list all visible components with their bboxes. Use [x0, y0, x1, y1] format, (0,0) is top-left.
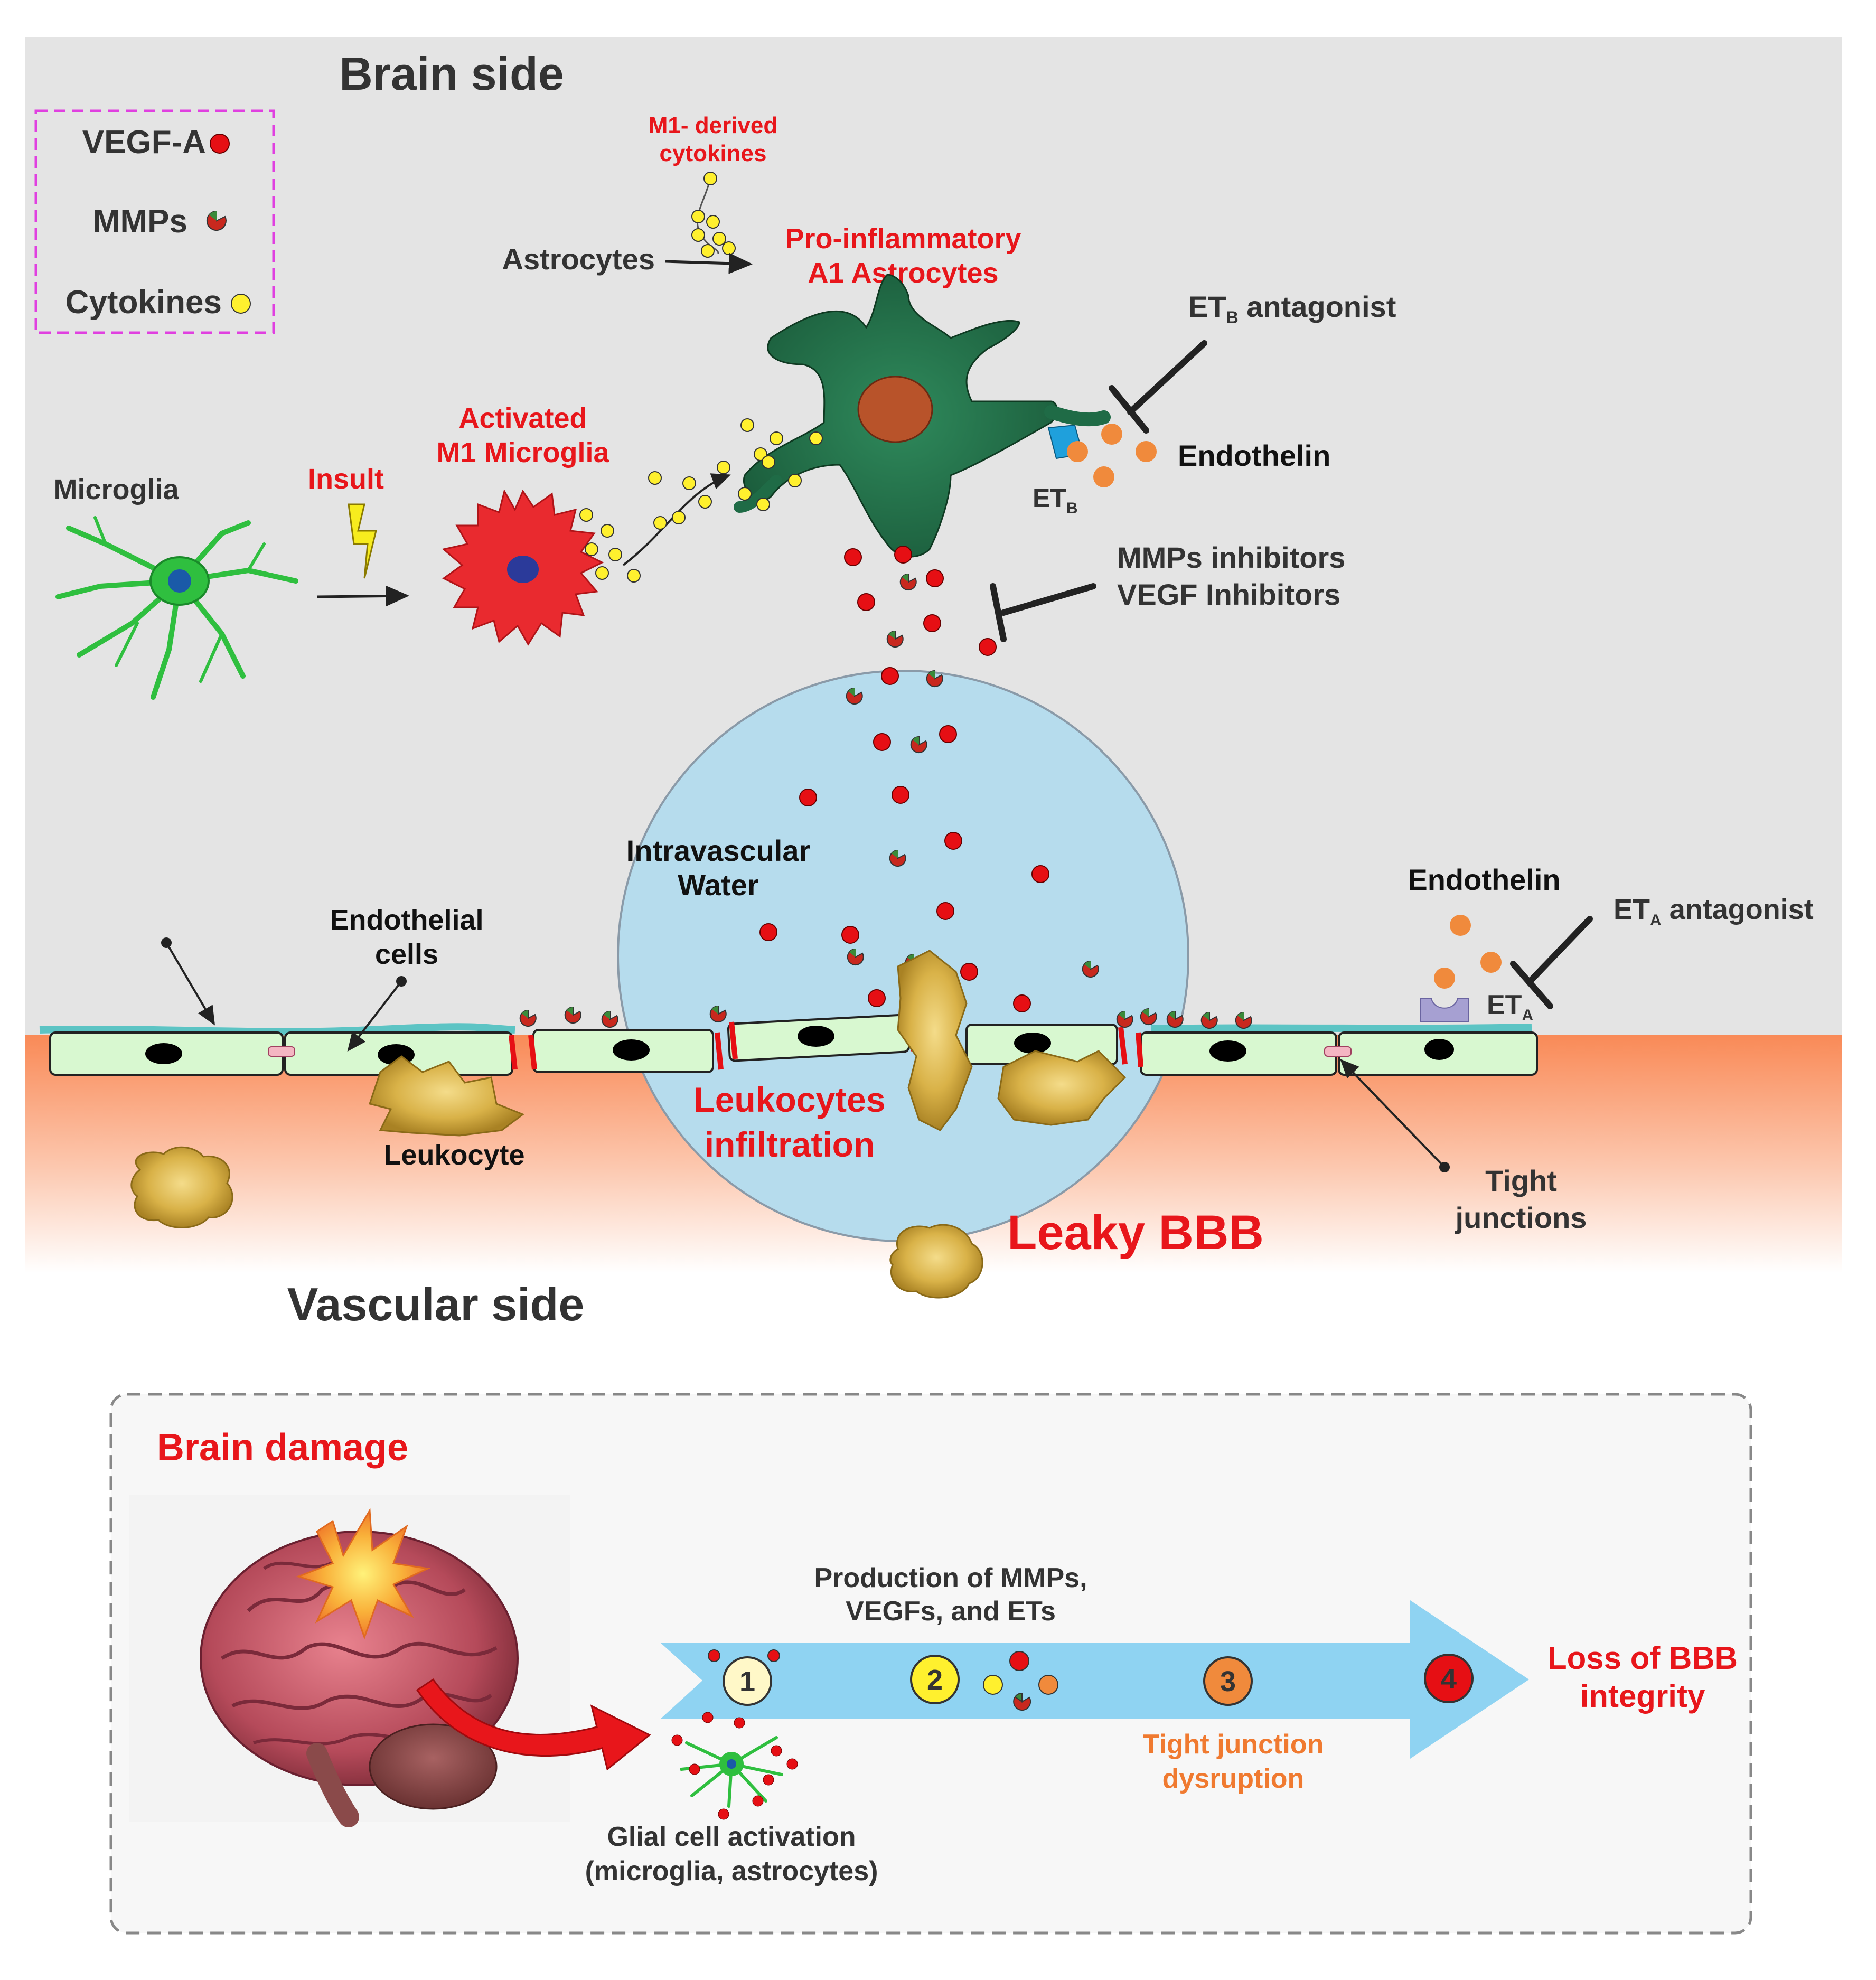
mmp-particles [846, 573, 1099, 978]
loss-integrity-label-line2: integrity [1580, 1678, 1705, 1714]
glial-cell-icon [680, 1736, 783, 1808]
m1-nucleus [507, 556, 539, 583]
vegf-particles [759, 546, 1049, 1012]
legend-cytokines-label: Cytokines [65, 284, 222, 321]
endothelial-label-line1: Endothelial [330, 904, 483, 936]
eta-receptor-icon [1420, 998, 1469, 1022]
intravascular-label-line1: Intravascular [626, 834, 811, 867]
step-2-badge: 2 [910, 1655, 960, 1704]
production-label-line1: Production of MMPs, [814, 1563, 1087, 1593]
legend: VEGF-A MMPs Cytokines [34, 109, 275, 334]
inhibitors-label-line1: MMPs inhibitors [1117, 541, 1345, 574]
svg-text:1: 1 [739, 1666, 755, 1697]
vegf-dot-icon [210, 134, 230, 154]
intravascular-water-region [617, 670, 1189, 1242]
tj-disruption-label-line2: dysruption [1162, 1763, 1305, 1794]
etb-inhibition-symbol [1109, 340, 1207, 434]
leukocyte-4 [997, 1050, 1127, 1126]
production-label-line2: VEGFs, and ETs [846, 1596, 1056, 1627]
damage-burst-icon [296, 1508, 431, 1640]
m1-cytokines-label-line1: M1- derived [649, 112, 778, 138]
endothelin-right-label: Endothelin [1408, 863, 1560, 896]
activated-m1-microglia-cell [442, 489, 604, 646]
microglia-label: Microglia [53, 474, 179, 505]
astrocytes-label: Astrocytes [502, 242, 655, 276]
glial-activation-label-line2: (microglia, astrocytes) [585, 1856, 878, 1887]
proinflammatory-label-line1: Pro-inflammatory [785, 223, 1021, 255]
svg-text:4: 4 [1441, 1663, 1457, 1695]
eta-inhibition-symbol [1510, 916, 1593, 1009]
eta-antagonist-label: ETA antagonist [1614, 894, 1814, 929]
tj-disruption-label-line1: Tight junction [1143, 1729, 1324, 1760]
cascade-particles [708, 1649, 1058, 1711]
tight-junction-pointer-arrow [1340, 1059, 1446, 1168]
m1-cytokine-cluster [691, 172, 736, 258]
mmp-pacman-icon [206, 210, 227, 231]
brain-damage-title: Brain damage [157, 1427, 408, 1469]
svg-text:3: 3 [1220, 1666, 1236, 1697]
brain-side-title: Brain side [339, 48, 564, 100]
eta-label: ETA [1487, 990, 1533, 1024]
legend-mmps-label: MMPs [93, 203, 187, 240]
inhibitors-label-line2: VEGF Inhibitors [1117, 578, 1340, 611]
endothelial-layer [39, 1014, 1538, 1076]
tight-junction-markers [268, 1046, 1352, 1057]
endothelin-dots-top [1067, 424, 1157, 487]
loss-integrity-label-line1: Loss of BBB [1547, 1640, 1738, 1676]
leukocyte-label: Leukocyte [383, 1139, 524, 1171]
glycocalyx-pointer-arrow [165, 942, 215, 1026]
legend-vegf-label: VEGF-A [82, 124, 206, 161]
brain-illustration [200, 1508, 519, 1827]
etb-antagonist-label: ETB antagonist [1188, 290, 1396, 327]
astrocyte-nucleus [857, 376, 933, 443]
astrocyte-conversion-arrow [665, 252, 753, 274]
endothelin-top-label: Endothelin [1178, 439, 1330, 472]
microglia-activation-arrow [316, 585, 409, 607]
brain-to-cascade-arrow [416, 1678, 651, 1771]
leukocyte-1 [369, 1055, 525, 1137]
resting-microglia-cell [55, 516, 298, 700]
insult-label: Insult [308, 463, 384, 495]
cytokine-dot-icon [231, 294, 251, 314]
endothelial-label-line2: cells [375, 939, 438, 970]
activated-label-line1: Activated [458, 402, 587, 434]
endothelial-pointer-arrow [347, 980, 402, 1052]
vascular-side-title: Vascular side [287, 1278, 585, 1330]
tight-junctions-label-line1: Tight [1485, 1164, 1557, 1197]
a1-astrocyte-cell [734, 274, 1111, 558]
mmp-vegf-inhibition-symbol [990, 583, 1096, 642]
endothelin-dots-right [1434, 915, 1502, 989]
legend-box [34, 109, 275, 334]
activated-label-line2: M1 Microglia [436, 437, 609, 468]
leukocytes-infiltration-line1: Leukocytes [693, 1080, 885, 1119]
glial-vegf-dots [671, 1712, 798, 1820]
leaky-bbb-label: Leaky BBB [1007, 1206, 1264, 1260]
tight-junctions-label-line2: junctions [1455, 1201, 1587, 1234]
leukocyte-2 [130, 1146, 233, 1228]
intravascular-label-line2: Water [678, 868, 759, 902]
step-4-badge: 4 [1424, 1654, 1474, 1703]
svg-text:2: 2 [927, 1664, 943, 1696]
m1-cytokine-dots [579, 418, 823, 583]
lightning-bolt-icon [348, 503, 377, 579]
proinflammatory-label-line2: A1 Astrocytes [808, 257, 998, 289]
cascade-arrow [660, 1600, 1529, 1759]
leukocyte-5 [889, 1224, 983, 1299]
leukocytes-infiltration-line2: infiltration [705, 1125, 875, 1164]
step-1-badge: 1 [723, 1656, 772, 1706]
m1-cytokines-label-line2: cytokines [660, 140, 767, 166]
step-3-badge: 3 [1203, 1656, 1253, 1706]
etb-label: ETB [1033, 483, 1078, 517]
mmp-particles-at-junctions [519, 1005, 1252, 1029]
glial-activation-label-line1: Glial cell activation [607, 1822, 856, 1852]
leukocyte-3 [897, 950, 973, 1131]
leukocyte-cells [130, 950, 1127, 1299]
